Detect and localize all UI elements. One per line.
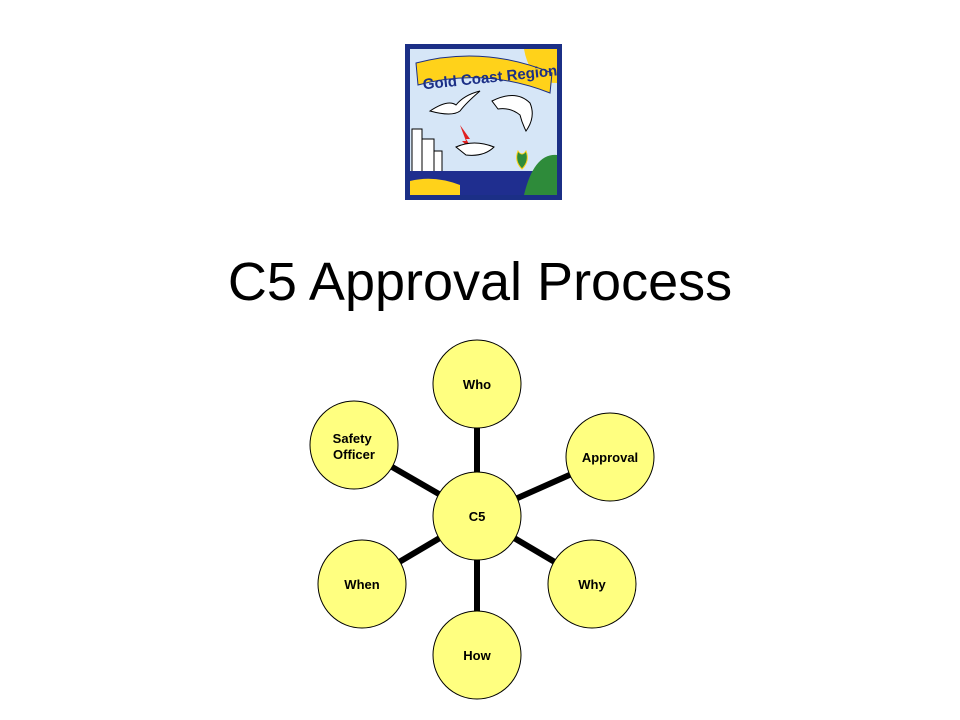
handshake-shape [455, 142, 495, 156]
node-safety-officer-circle [309, 400, 399, 490]
node-when-circle [317, 539, 407, 629]
dolphin-shape [491, 95, 533, 132]
node-approval: Approval [565, 412, 655, 502]
node-why: Why [547, 539, 637, 629]
node-approval-label: Approval [582, 450, 638, 465]
logo-hill [524, 154, 557, 195]
fleur-de-lis-shape [516, 149, 528, 170]
center-node: C5 [432, 471, 522, 561]
node-safety-officer-label-line-1: Safety [333, 431, 373, 446]
seagull-shape [428, 90, 481, 115]
node-how-circle [432, 610, 522, 700]
node-safety-officer-label: Safety Officer [333, 431, 376, 462]
center-circle [432, 471, 522, 561]
slide-title: C5 Approval Process [227, 252, 733, 312]
node-who: Who [432, 339, 522, 429]
node-how-label: How [463, 648, 491, 663]
node-safety-officer-label-line-2: Officer [333, 447, 375, 462]
logo-beach [410, 178, 460, 195]
node-why-circle [547, 539, 637, 629]
gold-coast-region-logo: Gold Coast Region [405, 44, 562, 200]
logo-banner [415, 55, 553, 94]
node-when-label: When [344, 577, 379, 592]
center-label: C5 [469, 509, 486, 524]
node-approval-circle [565, 412, 655, 502]
node-who-circle [432, 339, 522, 429]
node-why-label: Why [578, 577, 606, 592]
node-who-label: Who [463, 377, 491, 392]
node-when: When [317, 539, 407, 629]
lightning-shape [460, 125, 476, 155]
node-how: How [432, 610, 522, 700]
node-safety-officer: Safety Officer [309, 400, 399, 490]
